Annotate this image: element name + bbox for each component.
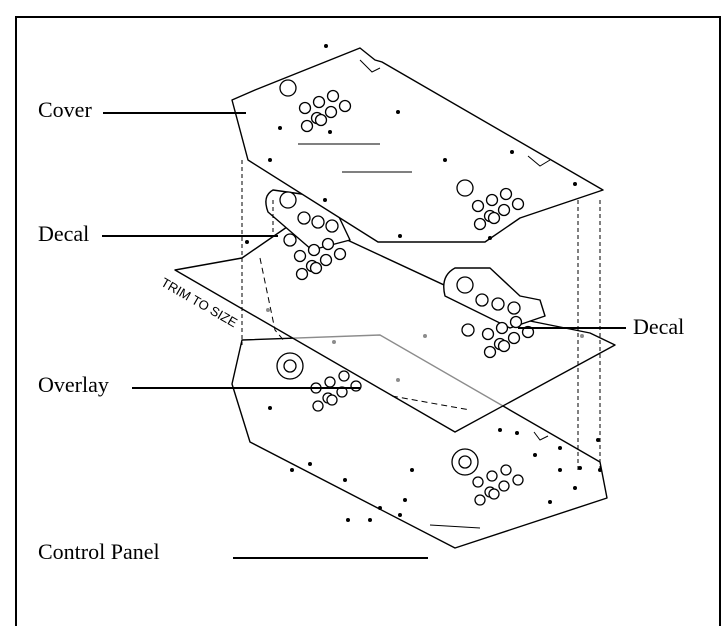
mounting-dot [278, 126, 282, 130]
button-hole [298, 101, 312, 115]
label-overlay: Overlay [38, 372, 109, 397]
mounting-dot [378, 506, 382, 510]
mounting-dot [290, 468, 294, 472]
button-hole [488, 488, 500, 500]
button-hole [471, 199, 485, 213]
button-hole [312, 400, 324, 412]
button-hole [483, 345, 497, 359]
mounting-dot [558, 446, 562, 450]
label-decal-right: Decal [633, 314, 684, 339]
button-hole [485, 193, 499, 207]
button-hole [333, 247, 347, 261]
mounting-dot [443, 158, 447, 162]
mounting-dot [403, 498, 407, 502]
mounting-dot [343, 478, 347, 482]
mounting-dot [308, 462, 312, 466]
button-hole [326, 394, 338, 406]
mounting-dot [328, 130, 332, 134]
decal-right-sheet [443, 267, 546, 337]
button-hole [497, 339, 511, 353]
button-hole [324, 376, 336, 388]
mounting-dot [573, 486, 577, 490]
mounting-dot [346, 518, 350, 522]
cover-plate [231, 44, 604, 243]
button-hole [511, 197, 525, 211]
mounting-dot [498, 428, 502, 432]
button-hole [500, 464, 512, 476]
mounting-dot [548, 500, 552, 504]
button-hole [321, 237, 335, 251]
label-decal-left: Decal [38, 221, 89, 246]
button-hole [487, 211, 501, 225]
button-hole [324, 105, 338, 119]
mounting-dot [533, 453, 537, 457]
mounting-dot [398, 234, 402, 238]
mounting-dot [410, 468, 414, 472]
mounting-dot [324, 44, 328, 48]
button-hole [295, 267, 309, 281]
button-hole [497, 203, 511, 217]
button-hole [481, 327, 495, 341]
button-hole [473, 217, 487, 231]
button-hole [509, 315, 523, 329]
mounting-dot [573, 182, 577, 186]
mounting-dot [398, 513, 402, 517]
button-hole [507, 331, 521, 345]
mounting-dot [268, 158, 272, 162]
decal-right-buttons [481, 315, 535, 359]
label-cover: Cover [38, 97, 92, 122]
mounting-dot [268, 406, 272, 410]
alignment-guides [241, 160, 601, 470]
button-hole [307, 243, 321, 257]
button-hole [498, 480, 510, 492]
button-hole [314, 113, 328, 127]
mounting-dot [323, 198, 327, 202]
mounting-dot [488, 236, 492, 240]
button-hole [486, 470, 498, 482]
mounting-dot [515, 431, 519, 435]
button-hole [512, 474, 524, 486]
button-hole [338, 99, 352, 113]
button-hole [495, 321, 509, 335]
button-hole [312, 95, 326, 109]
mounting-dot [510, 150, 514, 154]
mounting-dot [596, 438, 600, 442]
button-hole [472, 476, 484, 488]
button-hole [293, 249, 307, 263]
button-hole [309, 261, 323, 275]
button-hole [474, 494, 486, 506]
button-hole [338, 370, 350, 382]
mounting-dot [368, 518, 372, 522]
mounting-dot [396, 110, 400, 114]
decal-left-buttons [293, 237, 347, 281]
button-hole [350, 380, 362, 392]
button-hole [521, 325, 535, 339]
mounting-dot [558, 468, 562, 472]
button-hole [300, 119, 314, 133]
button-hole [326, 89, 340, 103]
diagram-frame [15, 16, 721, 626]
label-control-panel: Control Panel [38, 539, 160, 564]
mounting-dot [245, 240, 249, 244]
button-hole [319, 253, 333, 267]
mounting-dot [578, 466, 582, 470]
button-hole [499, 187, 513, 201]
